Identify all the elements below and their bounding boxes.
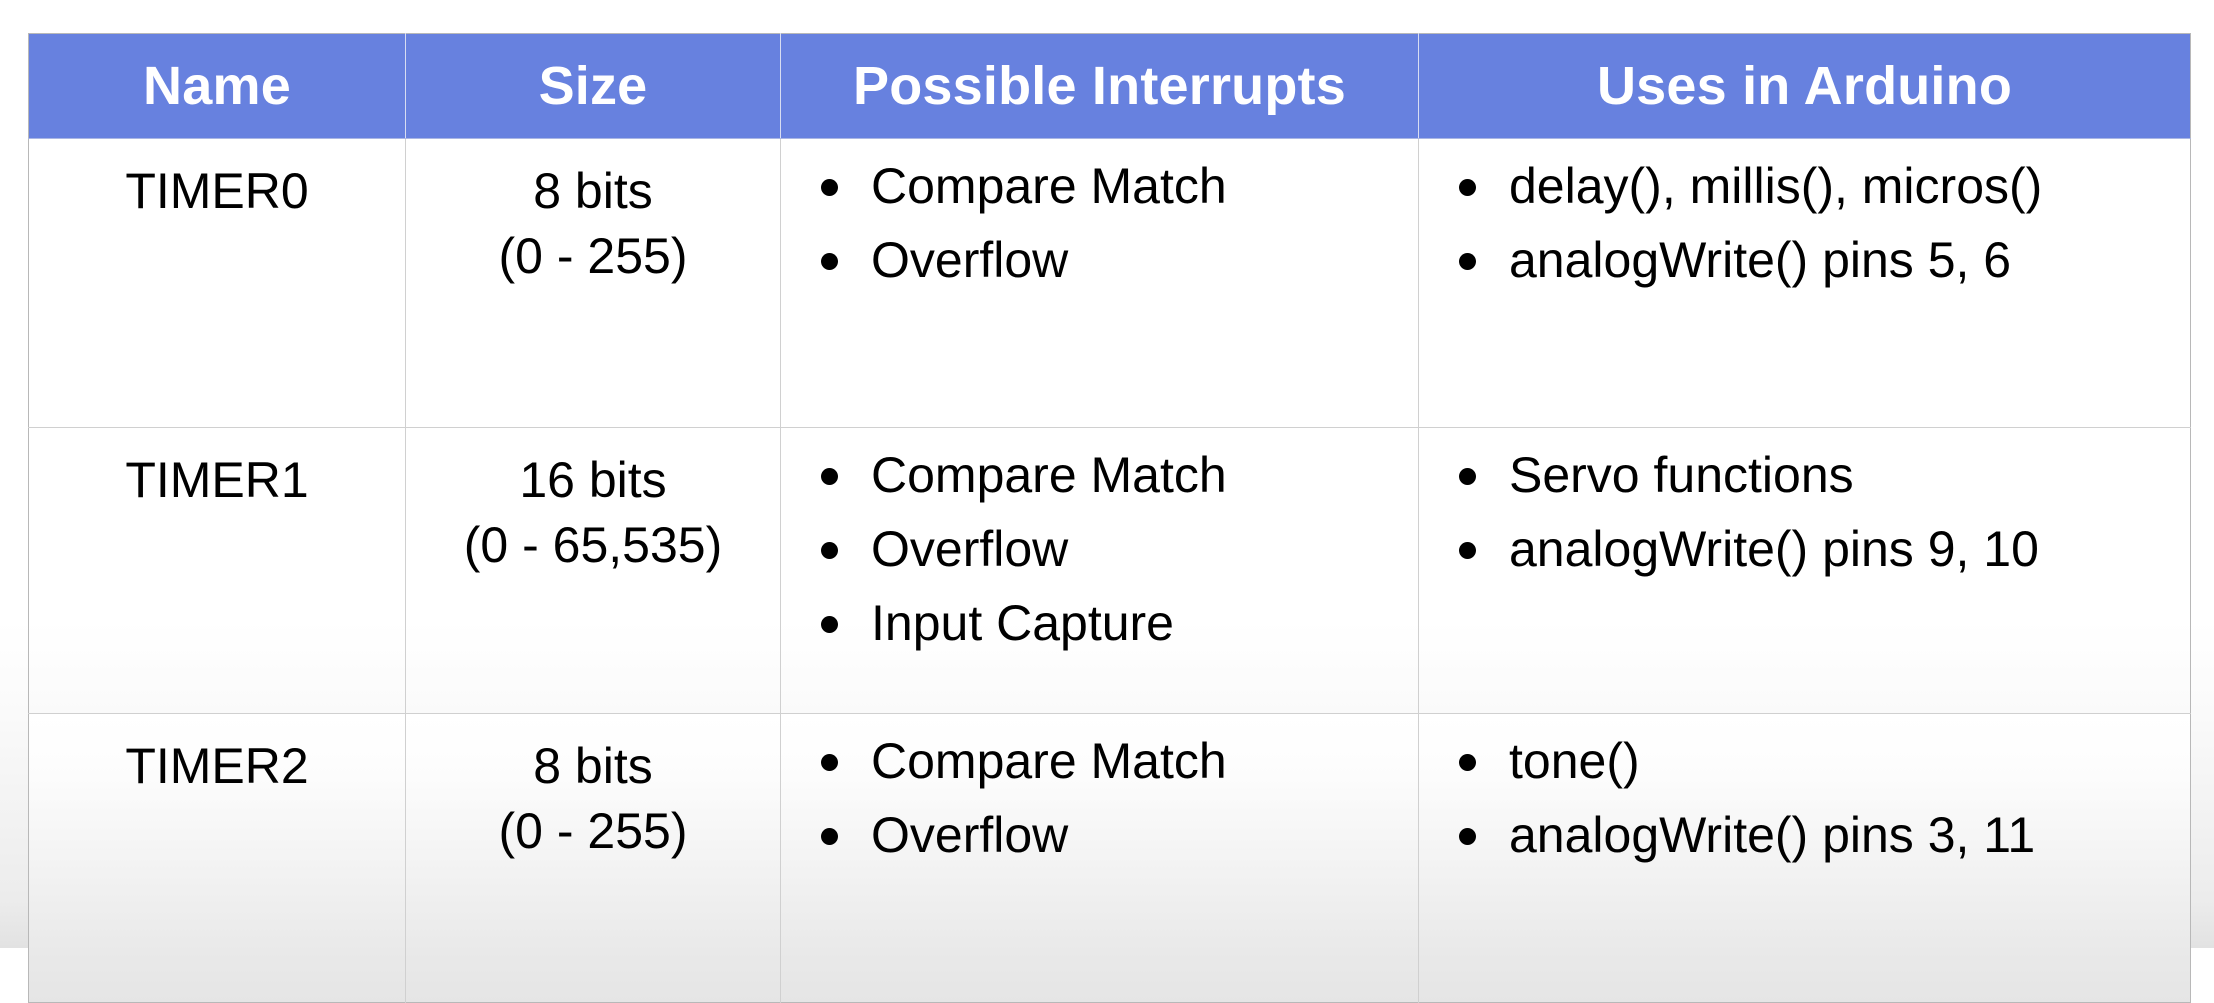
list-item-label: Compare Match: [871, 733, 1227, 789]
table-row: TIMER0 8 bits (0 - 255) Compare Match Ov…: [28, 138, 2191, 428]
bullet-icon: [821, 828, 838, 845]
list-item-label: tone(): [1509, 733, 1640, 789]
timer-comparison-table: Name Size Possible Interrupts Uses in Ar…: [28, 33, 2191, 1003]
bullet-icon: [821, 616, 838, 633]
cell-timer-name: TIMER2: [28, 713, 406, 1003]
list-item-label: analogWrite() pins 9, 10: [1509, 521, 2039, 577]
interrupts-list: Compare Match Overflow: [781, 714, 1418, 860]
bullet-icon: [821, 179, 838, 196]
column-header-size: Size: [405, 33, 781, 139]
cell-timer-name: TIMER1: [28, 427, 406, 714]
list-item: analogWrite() pins 5, 6: [1453, 235, 2190, 285]
list-item-label: Compare Match: [871, 158, 1227, 214]
list-item-label: Overflow: [871, 807, 1069, 863]
column-header-name: Name: [28, 33, 406, 139]
bullet-icon: [1459, 253, 1476, 270]
cell-timer-name: TIMER0: [28, 138, 406, 428]
list-item: Compare Match: [815, 450, 1418, 500]
list-item-label: Servo functions: [1509, 447, 1854, 503]
timer-name-text: TIMER1: [125, 452, 309, 508]
table-header: Name Size Possible Interrupts Uses in Ar…: [28, 33, 2191, 139]
list-item: Overflow: [815, 524, 1418, 574]
bullet-icon: [1459, 754, 1476, 771]
cell-timer-interrupts: Compare Match Overflow: [780, 138, 1419, 428]
timer-size-range: (0 - 255): [498, 228, 688, 284]
list-item: Overflow: [815, 810, 1418, 860]
cell-timer-size: 16 bits (0 - 65,535): [405, 427, 781, 714]
interrupts-list: Compare Match Overflow: [781, 139, 1418, 285]
table-body: TIMER0 8 bits (0 - 255) Compare Match Ov…: [28, 138, 2191, 1003]
timer-size-bits: 8 bits: [533, 163, 653, 219]
list-item: Compare Match: [815, 161, 1418, 211]
cell-timer-interrupts: Compare Match Overflow: [780, 713, 1419, 1003]
list-item: Overflow: [815, 235, 1418, 285]
cell-timer-size: 8 bits (0 - 255): [405, 138, 781, 428]
list-item-label: Overflow: [871, 232, 1069, 288]
timer-name-text: TIMER0: [125, 163, 309, 219]
column-header-uses: Uses in Arduino: [1418, 33, 2191, 139]
list-item: analogWrite() pins 3, 11: [1453, 810, 2190, 860]
bullet-icon: [1459, 828, 1476, 845]
cell-timer-size: 8 bits (0 - 255): [405, 713, 781, 1003]
cell-timer-uses: Servo functions analogWrite() pins 9, 10: [1418, 427, 2191, 714]
list-item-label: Compare Match: [871, 447, 1227, 503]
bullet-icon: [1459, 179, 1476, 196]
uses-list: Servo functions analogWrite() pins 9, 10: [1419, 428, 2190, 574]
timer-size-bits: 16 bits: [519, 452, 667, 508]
cell-timer-interrupts: Compare Match Overflow Input Capture: [780, 427, 1419, 714]
timer-size-range: (0 - 255): [498, 803, 688, 859]
list-item: Input Capture: [815, 598, 1418, 648]
bullet-icon: [1459, 468, 1476, 485]
list-item-label: analogWrite() pins 3, 11: [1509, 807, 2036, 863]
uses-list: tone() analogWrite() pins 3, 11: [1419, 714, 2190, 860]
cell-timer-uses: tone() analogWrite() pins 3, 11: [1418, 713, 2191, 1003]
list-item-label: analogWrite() pins 5, 6: [1509, 232, 2012, 288]
uses-list: delay(), millis(), micros() analogWrite(…: [1419, 139, 2190, 285]
table-row: TIMER1 16 bits (0 - 65,535) Compare Matc…: [28, 427, 2191, 714]
list-item-label: Input Capture: [871, 595, 1174, 651]
list-item: tone(): [1453, 736, 2190, 786]
list-item: Servo functions: [1453, 450, 2190, 500]
table-row: TIMER2 8 bits (0 - 255) Compare Match Ov…: [28, 713, 2191, 1003]
bullet-icon: [821, 468, 838, 485]
list-item: Compare Match: [815, 736, 1418, 786]
column-header-interrupts: Possible Interrupts: [780, 33, 1419, 139]
list-item: analogWrite() pins 9, 10: [1453, 524, 2190, 574]
timer-comparison-table-wrapper: Name Size Possible Interrupts Uses in Ar…: [28, 33, 2191, 1003]
bullet-icon: [1459, 542, 1476, 559]
timer-name-text: TIMER2: [125, 738, 309, 794]
bullet-icon: [821, 754, 838, 771]
bullet-icon: [821, 253, 838, 270]
list-item: delay(), millis(), micros(): [1453, 161, 2190, 211]
timer-size-bits: 8 bits: [533, 738, 653, 794]
list-item-label: delay(), millis(), micros(): [1509, 158, 2043, 214]
bullet-icon: [821, 542, 838, 559]
cell-timer-uses: delay(), millis(), micros() analogWrite(…: [1418, 138, 2191, 428]
list-item-label: Overflow: [871, 521, 1069, 577]
interrupts-list: Compare Match Overflow Input Capture: [781, 428, 1418, 648]
timer-size-range: (0 - 65,535): [463, 517, 723, 573]
table-header-row: Name Size Possible Interrupts Uses in Ar…: [28, 33, 2191, 139]
